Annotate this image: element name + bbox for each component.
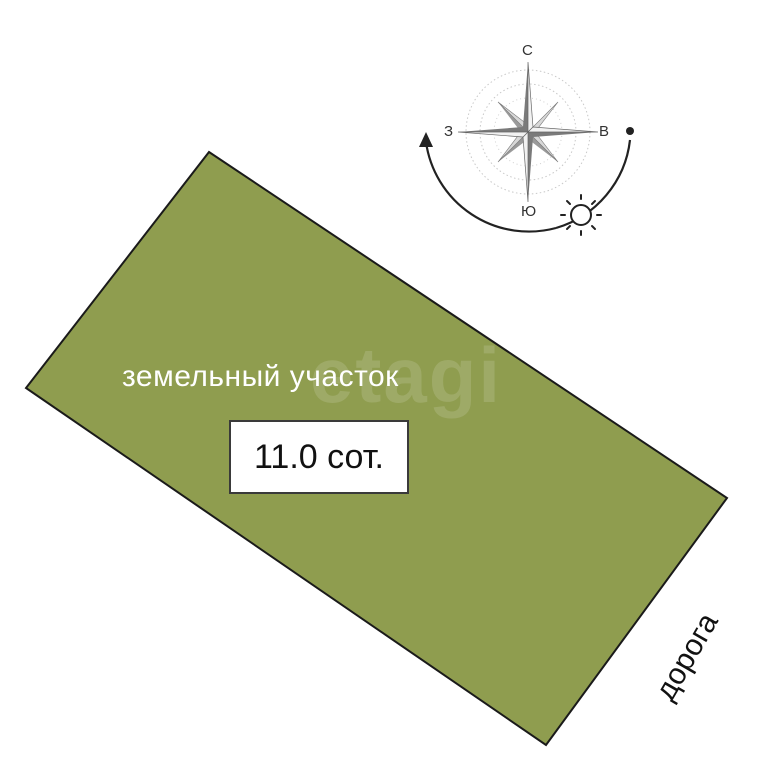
plot-area-value: 11.0 сот. [254, 437, 384, 476]
sun-icon [560, 194, 602, 236]
compass-east-label: В [599, 123, 610, 140]
sun-path-arc [419, 127, 634, 233]
compass-south-label: Ю [521, 203, 537, 220]
compass-north-label: С [522, 42, 533, 59]
plot-area-box: 11.0 сот. [229, 420, 409, 494]
compass-west-label: З [444, 123, 454, 140]
compass-rose-icon [457, 61, 599, 203]
plot-label: земельный участок [122, 360, 399, 393]
watermark: etagi [310, 331, 503, 419]
